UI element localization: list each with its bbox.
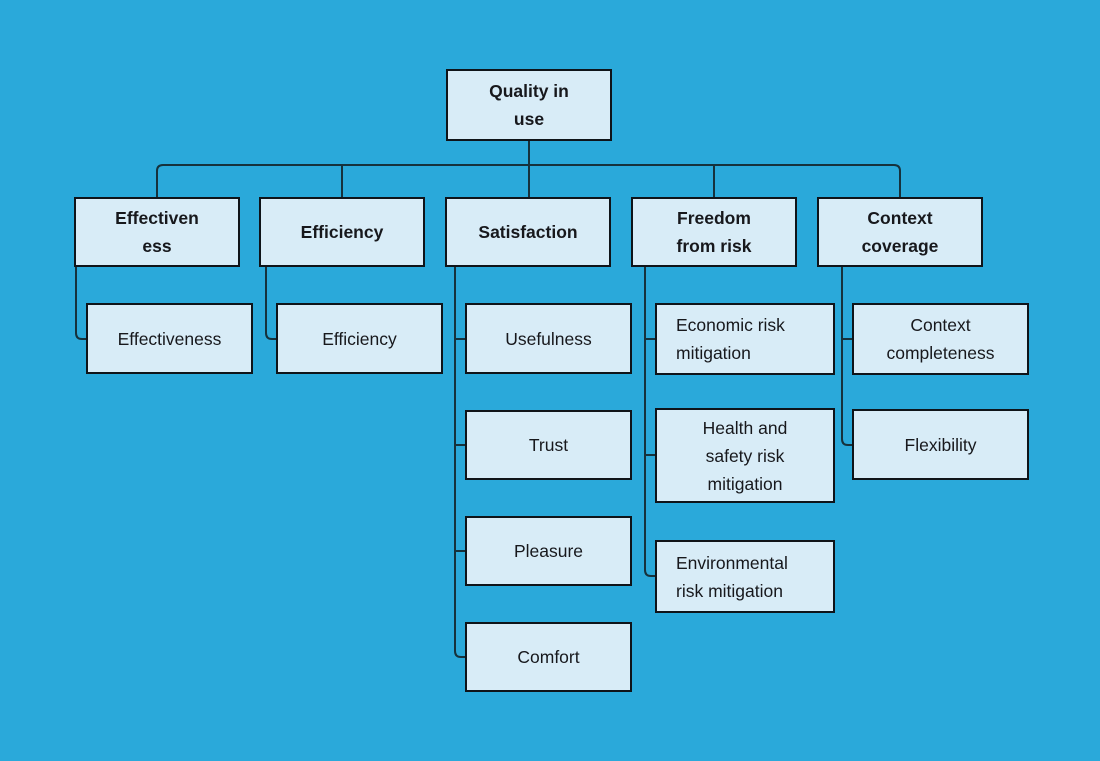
connector-context-trunk: [841, 267, 852, 446]
node-flexibility[interactable]: Flexibility: [852, 409, 1029, 480]
node-label: Economic risk mitigation: [676, 315, 785, 363]
node-trust[interactable]: Trust: [465, 410, 632, 480]
node-label: Satisfaction: [478, 222, 578, 242]
node-effectiveness[interactable]: Effectiveness: [86, 303, 253, 374]
node-label: Context coverage: [861, 208, 939, 256]
node-label: Health and safety risk mitigation: [702, 417, 788, 494]
node-label: Environmental risk mitigation: [676, 552, 788, 601]
node-efficiency[interactable]: Efficiency: [276, 303, 443, 374]
node-label: Effectiveness: [117, 328, 222, 349]
connector-satisfaction-trunk: [454, 267, 465, 658]
node-freedom-from-risk-group[interactable]: Freedom from risk: [631, 197, 797, 267]
node-pleasure[interactable]: Pleasure: [465, 516, 632, 586]
node-context-completeness[interactable]: Context completeness: [852, 303, 1029, 375]
connector-efficiency-child: [265, 267, 276, 340]
node-label: Pleasure: [513, 541, 584, 561]
node-label: Comfort: [517, 647, 580, 667]
node-label: Quality in use: [489, 81, 569, 129]
node-label: Efficiency: [322, 328, 397, 349]
node-efficiency-group[interactable]: Efficiency: [259, 197, 425, 267]
node-effectiveness-group[interactable]: Effectiven ess: [74, 197, 240, 267]
node-label: Context completeness: [886, 315, 995, 363]
node-quality-in-use[interactable]: Quality in use: [446, 69, 612, 141]
node-label: Usefulness: [505, 328, 592, 349]
node-label: Flexibility: [904, 434, 977, 455]
node-context-coverage-group[interactable]: Context coverage: [817, 197, 983, 267]
node-economic-risk-mitigation[interactable]: Economic risk mitigation: [655, 303, 835, 375]
node-environmental-risk-mitigation[interactable]: Environmental risk mitigation: [655, 540, 835, 613]
node-satisfaction-group[interactable]: Satisfaction: [445, 197, 611, 267]
node-usefulness[interactable]: Usefulness: [465, 303, 632, 374]
connector-bus: [156, 164, 901, 197]
connector-freedom-trunk: [644, 267, 655, 577]
node-label: Trust: [528, 435, 569, 455]
node-comfort[interactable]: Comfort: [465, 622, 632, 692]
node-label: Freedom from risk: [676, 208, 752, 256]
node-health-and-safety-risk-mitigation[interactable]: Health and safety risk mitigation: [655, 408, 835, 503]
node-label: Effectiven ess: [115, 208, 199, 256]
node-label: Efficiency: [300, 222, 384, 242]
connector-effectiveness-child: [75, 267, 86, 340]
